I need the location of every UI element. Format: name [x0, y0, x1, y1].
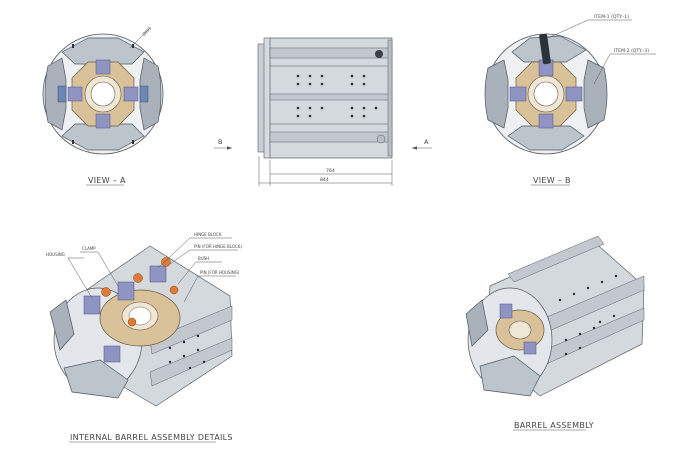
label-housing: HOUSING — [46, 252, 65, 257]
overall-length-dimension: 844 — [320, 177, 329, 183]
view-b-end-view — [484, 19, 656, 155]
inner-length-dimension: 764 — [326, 168, 335, 174]
section-marker-right: A — [424, 138, 429, 146]
view-a-end-view — [42, 27, 164, 155]
label-hinge-block: HINGE BLOCK — [194, 232, 222, 237]
label-clamp: CLAMP — [82, 246, 96, 251]
side-elevation-view — [257, 37, 393, 159]
label-pin-housing: PIN (FOR HOUSING) — [200, 270, 240, 275]
item-2-callout: ITEM-2 (QTY.-3) — [614, 48, 649, 54]
internal-assembly-isometric — [49, 237, 238, 407]
barrel-assembly-caption: BARREL ASSEMBLY — [514, 421, 594, 430]
view-a-caption: VIEW – A — [88, 176, 126, 185]
diameter-dimension: Ø695 — [141, 25, 152, 36]
label-bush: BUSH — [198, 256, 209, 261]
internal-assembly-caption: INTERNAL BARREL ASSEMBLY DETAILS — [70, 433, 233, 442]
section-marker-left: B — [218, 138, 222, 146]
view-b-caption: VIEW – B — [533, 176, 571, 185]
item-1-callout: ITEM-1 (QTY.-1) — [594, 14, 629, 20]
label-pin-hinge: PIN (FOR HINGE BLOCK) — [194, 244, 242, 249]
barrel-assembly-isometric — [465, 235, 645, 397]
